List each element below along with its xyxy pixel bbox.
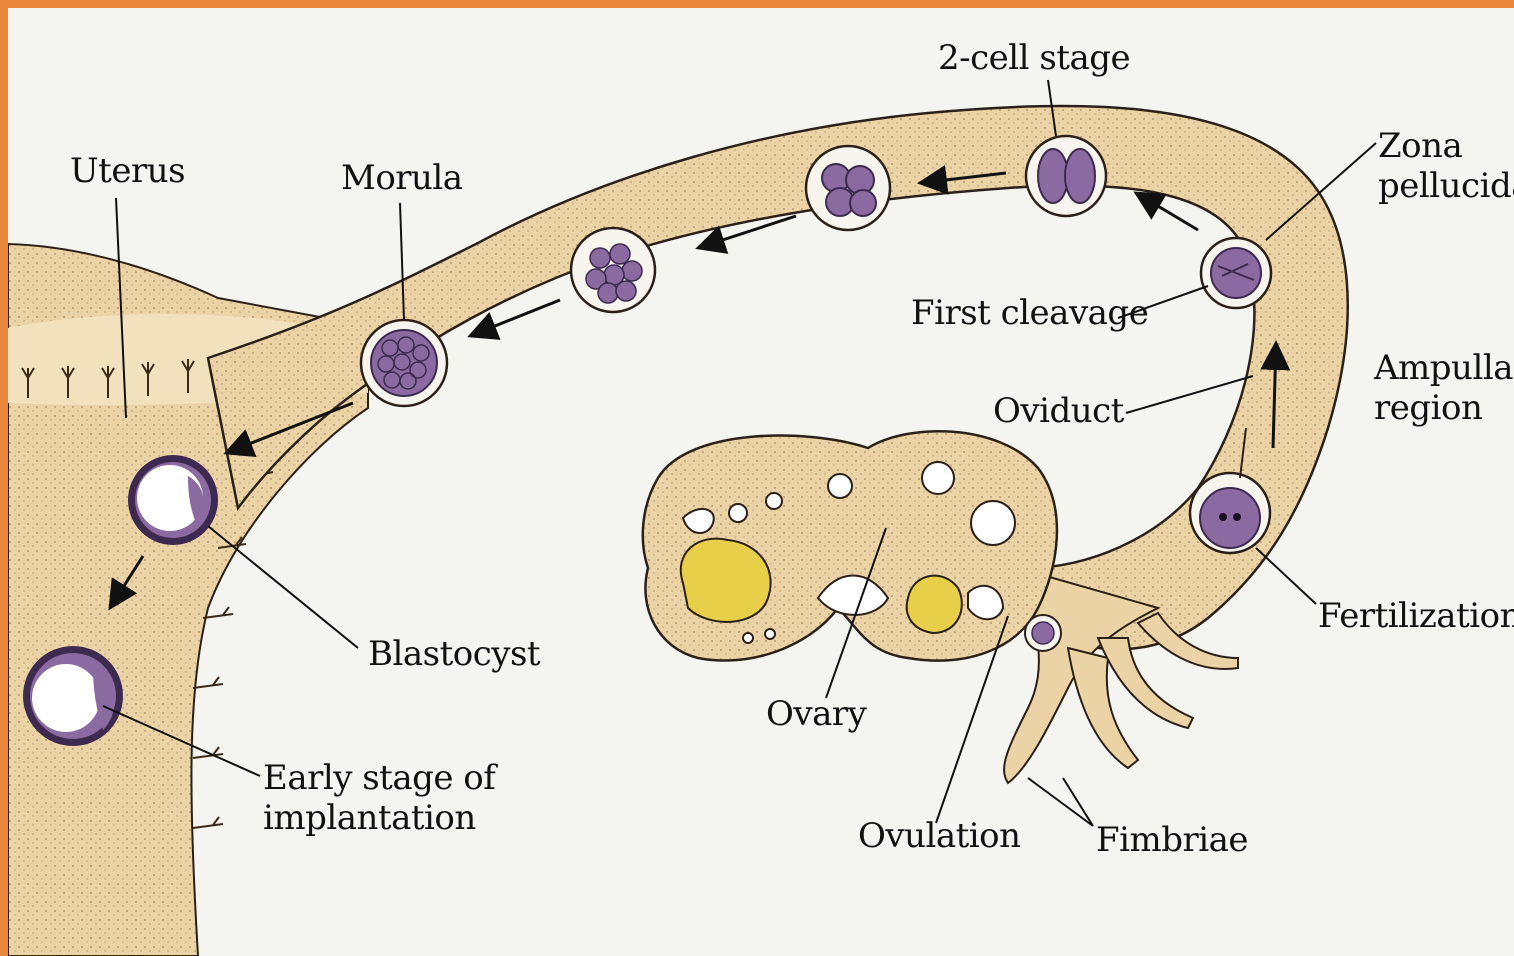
first-cleavage-cell xyxy=(1201,238,1271,308)
label-first-cleavage: First cleavage xyxy=(911,293,1148,333)
implanting-embryo xyxy=(23,646,123,746)
label-two-cell-stage: 2-cell stage xyxy=(938,38,1130,78)
label-ampulla-line-2: region xyxy=(1374,388,1513,428)
label-fimbriae: Fimbriae xyxy=(1096,820,1248,860)
label-ovulation: Ovulation xyxy=(858,816,1021,856)
label-early-stage-implantation: Early stage of implantation xyxy=(263,758,495,838)
corpus-luteum-left xyxy=(681,539,771,622)
label-uterus: Uterus xyxy=(70,151,185,191)
label-zona-line-2: pellucida xyxy=(1378,166,1514,206)
label-zona-pellucida: Zona pellucida xyxy=(1378,126,1514,206)
label-ampulla-line-1: Ampulla xyxy=(1374,348,1513,388)
label-implantation-line-2: implantation xyxy=(263,798,495,838)
ovulated-egg xyxy=(1025,615,1061,651)
label-zona-line-1: Zona xyxy=(1378,126,1514,166)
blastocyst-embryo xyxy=(128,455,218,545)
diagram-frame: 2-cell stage Zona pellucida Uterus Morul… xyxy=(8,8,1514,956)
label-oviduct: Oviduct xyxy=(993,391,1124,431)
label-fertilization: Fertilization xyxy=(1318,596,1514,636)
label-blastocyst: Blastocyst xyxy=(368,634,540,674)
oviduct-diagram xyxy=(8,8,1514,956)
corpus-luteum-right xyxy=(907,576,962,633)
eight-cell-embryo xyxy=(571,228,655,312)
morula-embryo xyxy=(361,320,447,406)
four-cell-embryo xyxy=(806,146,890,230)
label-implantation-line-1: Early stage of xyxy=(263,758,495,798)
two-cell-embryo xyxy=(1026,136,1106,216)
ovary xyxy=(643,431,1057,660)
label-ovary: Ovary xyxy=(766,694,866,734)
label-morula: Morula xyxy=(341,158,463,198)
label-ampulla-region: Ampulla region xyxy=(1374,348,1513,428)
